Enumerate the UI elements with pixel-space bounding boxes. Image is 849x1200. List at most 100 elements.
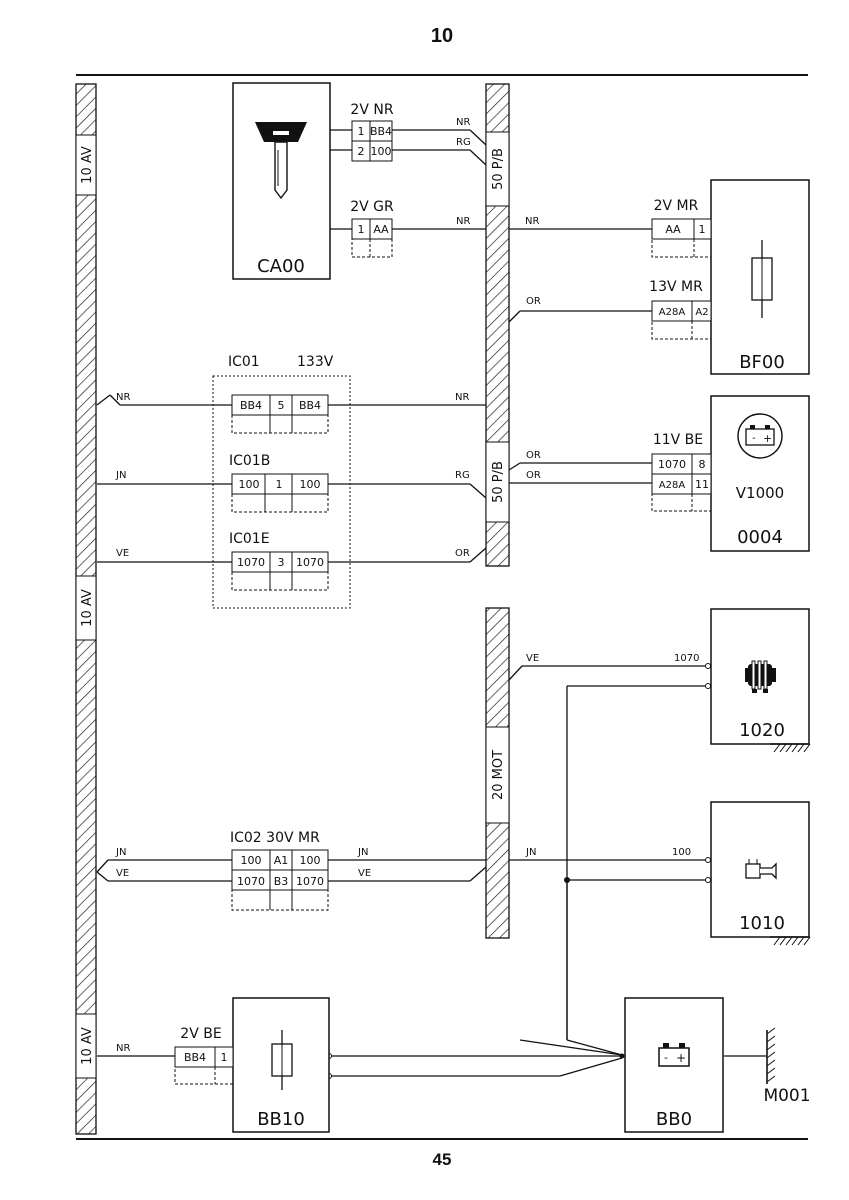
svg-text:133V: 133V (297, 354, 334, 370)
svg-text:NR: NR (456, 216, 470, 227)
svg-text:RG: RG (455, 470, 470, 481)
svg-text:IC01B: IC01B (229, 453, 270, 469)
connector-bf00-13vmr: 13V MR A28A A2 (649, 279, 712, 340)
svg-text:100: 100 (371, 145, 392, 158)
svg-text:2V NR: 2V NR (350, 102, 393, 118)
component-1020: 1020 (710, 608, 811, 753)
harness-label-left-top: 10 AV (80, 146, 95, 184)
svg-text:OR: OR (526, 450, 541, 461)
svg-text:BB4: BB4 (370, 125, 392, 138)
svg-text:BB4: BB4 (299, 399, 321, 412)
svg-text:VE: VE (526, 653, 539, 664)
svg-text:3: 3 (278, 556, 285, 569)
wire-labels: NR RG NR NR OR NR NR JN RG OR OR VE OR V… (115, 117, 699, 1054)
svg-text:13V MR: 13V MR (649, 279, 703, 295)
svg-text:A2: A2 (695, 307, 708, 318)
svg-text:2V BE: 2V BE (180, 1026, 221, 1042)
svg-text:NR: NR (455, 392, 469, 403)
harness-label-pb-mid: 50 P/B (491, 461, 506, 503)
component-m001: M001 (763, 1027, 811, 1106)
svg-text:100: 100 (300, 854, 321, 867)
svg-text:BB4: BB4 (240, 399, 262, 412)
svg-text:AA: AA (373, 223, 389, 236)
connector-ca00-2vnr: 2V NR 1 BB4 2 100 (350, 102, 394, 162)
svg-text:11: 11 (695, 478, 709, 491)
svg-text:11V BE: 11V BE (653, 432, 703, 448)
svg-text:1070: 1070 (296, 556, 324, 569)
v1000-code: 0004 (737, 527, 783, 548)
ground-hatch-1010 (770, 936, 811, 946)
svg-text:A28A: A28A (659, 307, 686, 318)
svg-text:100: 100 (672, 847, 691, 858)
svg-text:8: 8 (699, 458, 706, 471)
ground-hatch-1020 (770, 743, 811, 753)
svg-text:JN: JN (357, 847, 368, 858)
fuse-icon (751, 240, 773, 318)
svg-text:+: + (763, 432, 772, 445)
svg-text:NR: NR (525, 216, 539, 227)
svg-text:100: 100 (300, 478, 321, 491)
svg-text:1070: 1070 (237, 875, 265, 888)
component-1010: 1010 (710, 801, 811, 946)
svg-text:NR: NR (116, 392, 130, 403)
svg-text:NR: NR (456, 117, 470, 128)
v1000-label: V1000 (736, 484, 784, 502)
svg-text:VE: VE (358, 868, 371, 879)
svg-text:A28A: A28A (659, 480, 686, 491)
svg-text:1070: 1070 (237, 556, 265, 569)
svg-text:1: 1 (358, 223, 365, 236)
battery-indicator-icon: - + (737, 413, 783, 459)
alternator-icon (745, 660, 776, 693)
component-bf00: BF00 (710, 179, 810, 375)
svg-text:-: - (752, 433, 756, 444)
svg-text:IC01: IC01 (228, 354, 260, 370)
component-bb0: - + BB0 (624, 997, 724, 1133)
svg-text:JN: JN (525, 847, 536, 858)
svg-text:JN: JN (115, 470, 126, 481)
svg-text:BB4: BB4 (184, 1051, 206, 1064)
svg-text:100: 100 (239, 478, 260, 491)
c1020-label: 1020 (739, 720, 785, 741)
harness-label-pb-top: 50 P/B (491, 148, 506, 190)
svg-text:2: 2 (358, 145, 365, 158)
svg-text:IC02 30V MR: IC02 30V MR (230, 830, 320, 846)
page-number: 45 (433, 1150, 452, 1169)
svg-text:5: 5 (278, 399, 285, 412)
connector-bb10-2vbe: 2V BE BB4 1 (174, 1026, 234, 1085)
ca00-label: CA00 (257, 256, 305, 277)
svg-text:A1: A1 (274, 854, 289, 867)
svg-text:1: 1 (699, 223, 706, 236)
svg-text:1070: 1070 (658, 458, 686, 471)
battery-icon: - + (658, 1043, 690, 1067)
svg-text:RG: RG (456, 137, 471, 148)
starter-icon (745, 859, 777, 880)
svg-text:-: - (664, 1051, 668, 1064)
connector-bf00-2vmr: 2V MR AA 1 (651, 198, 712, 258)
svg-text:1: 1 (276, 478, 283, 491)
bb0-label: BB0 (656, 1109, 692, 1130)
fuse-icon (271, 1030, 293, 1090)
svg-text:OR: OR (455, 548, 470, 559)
component-v1000: - + V1000 0004 (710, 395, 810, 552)
harness-label-left-mid: 10 AV (80, 589, 95, 627)
ic01-group: IC01 133V BB4 5 BB4 IC01B 100 1 100 IC01… (212, 354, 351, 609)
harness-center-pb: 50 P/B 50 P/B (485, 83, 510, 567)
m001-label: M001 (763, 1086, 810, 1106)
harness-center-mot: 20 MOT (485, 607, 510, 939)
harness-label-left-bottom: 10 AV (80, 1027, 95, 1065)
svg-text:B3: B3 (274, 875, 289, 888)
component-bb10: BB10 (232, 997, 330, 1133)
svg-text:OR: OR (526, 470, 541, 481)
svg-text:OR: OR (526, 296, 541, 307)
svg-text:+: + (676, 1051, 686, 1065)
connector-v1000-11vbe: 11V BE 1070 8 A28A 11 (651, 432, 712, 512)
svg-text:1070: 1070 (674, 653, 699, 664)
svg-text:1: 1 (358, 125, 365, 138)
svg-text:2V GR: 2V GR (350, 199, 394, 215)
connector-ca00-2vgr: 2V GR 1 AA (350, 199, 394, 258)
c1010-label: 1010 (739, 913, 785, 934)
component-ca00: CA00 (232, 82, 331, 280)
bf00-label: BF00 (739, 352, 785, 373)
svg-text:VE: VE (116, 548, 129, 559)
